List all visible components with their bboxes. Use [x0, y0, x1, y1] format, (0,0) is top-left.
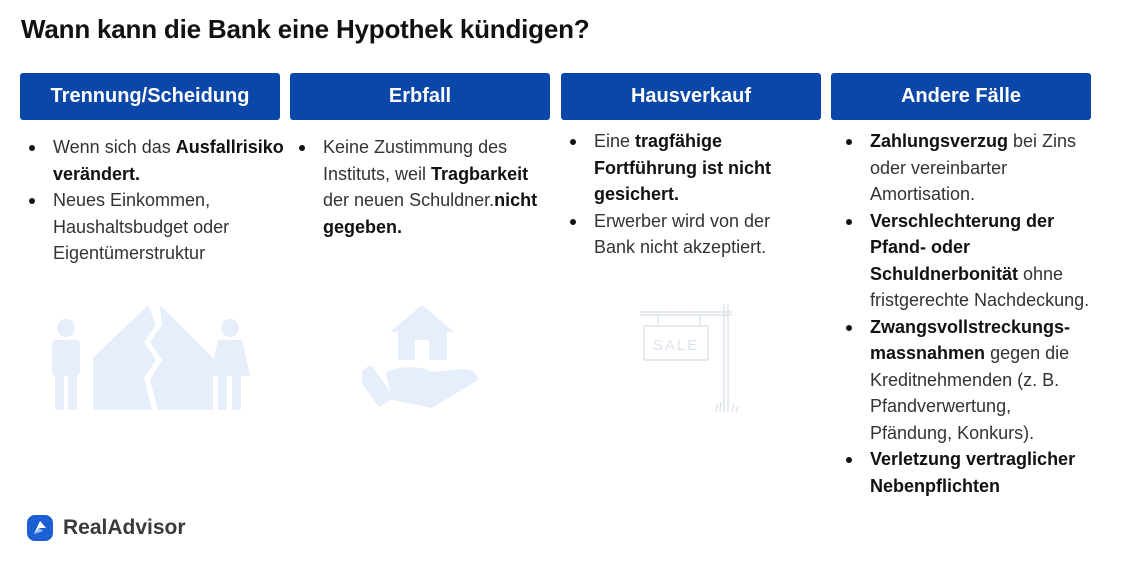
column-erbfall-list: Keine Zustimmung des Instituts, weil Tra…: [293, 134, 555, 240]
list-item: Wenn sich das Ausfallrisiko verändert.: [23, 134, 285, 187]
text: ohne fristgerechte Nachdeckung.: [870, 263, 1090, 311]
bold-text: nicht gegeben.: [323, 190, 538, 237]
list-item: Keine Zustimmung des Instituts, weil Tra…: [293, 134, 555, 240]
bold-text: Verletzung vertraglicher Nebenpflichten: [870, 449, 1076, 496]
bold-text: Zwangsvollstreckungs-massnahmen: [870, 316, 1071, 364]
list-item: Zahlungsverzug bei Zins oder vereinbarte…: [840, 128, 1098, 208]
list-item: Zwangsvollstreckungs-massnahmen gegen di…: [840, 314, 1098, 447]
text: bei Zins oder vereinbarter Amortisation.: [870, 131, 1077, 204]
text: Eine: [594, 131, 636, 151]
bullet-list: Wenn sich das Ausfallrisiko verändert.Ne…: [23, 134, 285, 267]
text: Wenn sich das: [53, 137, 176, 157]
column-andere-faelle-list: Zahlungsverzug bei Zins oder vereinbarte…: [840, 128, 1098, 499]
bold-text: Verschlechterung der Pfand- oder Schuldn…: [870, 210, 1055, 284]
header-trennung-scheidung: Trennung/Scheidung: [20, 73, 280, 120]
brand-name: RealAdvisor: [63, 516, 186, 539]
sale-sign-label: SALE: [653, 337, 699, 354]
list-item: Verletzung vertraglicher Nebenpflichten: [840, 446, 1098, 499]
text: gegen die Kreditnehmenden (z. B. Pfandve…: [870, 343, 1070, 443]
list-item: Neues Einkommen, Haushaltsbudget oder Ei…: [23, 187, 285, 267]
list-item: Erwerber wird von der Bank nicht akzepti…: [564, 208, 814, 261]
header-andere-faelle: Andere Fälle: [831, 73, 1091, 120]
bullet-list: Keine Zustimmung des Instituts, weil Tra…: [293, 134, 555, 240]
header-erbfall: Erbfall: [290, 73, 550, 120]
text: Neues Einkommen, Haushaltsbudget oder Ei…: [53, 190, 230, 263]
bullet-list: Zahlungsverzug bei Zins oder vereinbarte…: [840, 128, 1098, 499]
sale-sign-icon: SALE: [640, 304, 739, 413]
page-title: Wann kann die Bank eine Hypothek kündige…: [21, 14, 590, 44]
bold-text: Zahlungsverzug: [870, 131, 1009, 151]
text: der neuen Schuldner.: [323, 190, 495, 210]
broken-house-family-icon: [52, 305, 250, 410]
brand-logo: RealAdvisor: [27, 515, 186, 541]
text: Keine Zustimmung des Instituts, weil: [323, 137, 508, 184]
bold-text: tragfähige Fortführung ist nicht gesiche…: [594, 131, 771, 204]
column-hausverkauf-list: Eine tragfähige Fortführung ist nicht ge…: [564, 128, 814, 261]
bold-text: Ausfallrisiko verändert.: [53, 137, 284, 184]
hand-holding-house-icon: [362, 305, 478, 408]
list-item: Eine tragfähige Fortführung ist nicht ge…: [564, 128, 814, 208]
text: Erwerber wird von der Bank nicht akzepti…: [594, 210, 771, 258]
bullet-list: Eine tragfähige Fortführung ist nicht ge…: [564, 128, 814, 261]
realadvisor-logo-icon: [27, 515, 53, 541]
bold-text: Tragbarkeit: [431, 163, 529, 184]
column-trennung-scheidung-list: Wenn sich das Ausfallrisiko verändert.Ne…: [23, 134, 285, 267]
header-hausverkauf: Hausverkauf: [561, 73, 821, 120]
list-item: Verschlechterung der Pfand- oder Schuldn…: [840, 208, 1098, 314]
